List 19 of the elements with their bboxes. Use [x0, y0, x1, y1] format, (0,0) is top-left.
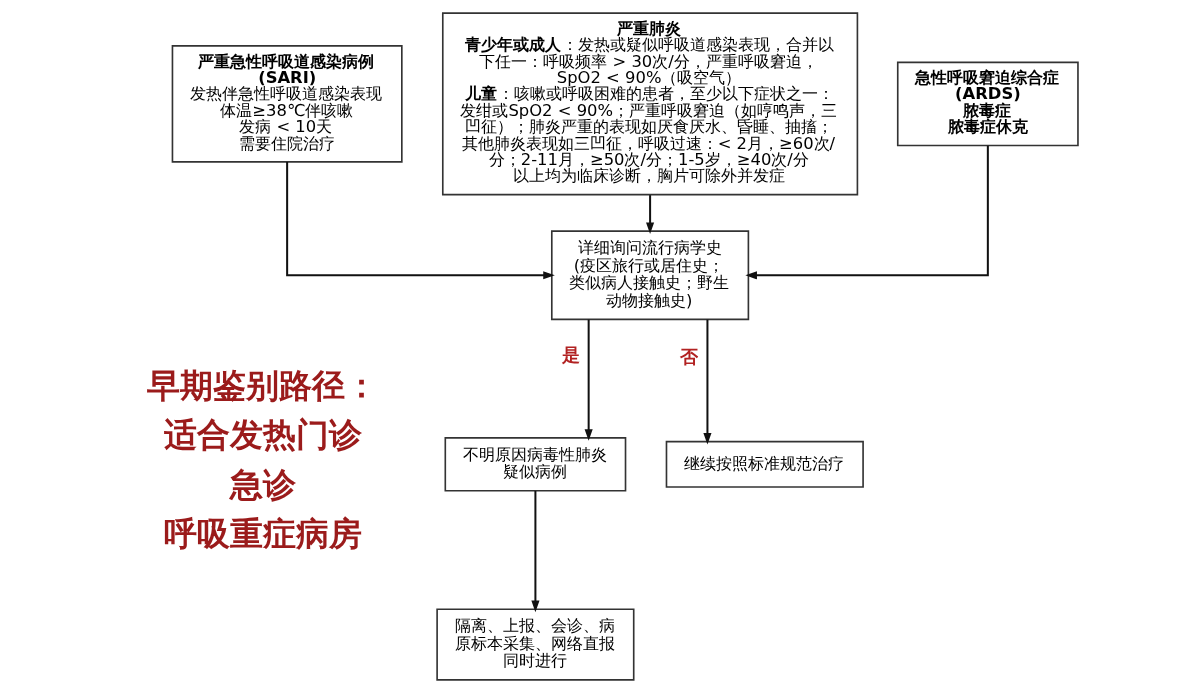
arrow [531, 490, 540, 613]
label: 适合发热门诊 [163, 416, 362, 455]
node-box: 严重肺炎 青少年或成人：发热或疑似呼吸道感染表现，合并以下任一：呼吸频率 > 30次/分，严重呼吸窘迫，SpO2 < 90%（吸空气） 儿童：咳嗽或呼吸困难的患者，至少以下症状之一：发绀或SpO2 < 90%；严重呼吸窘迫（如哼鸣声，三凹征）；肺炎严重的表现如厌食厌水、昏睡、抽搐；其他肺炎表现如三凹征，呼吸过速：< 2月，≥60次/分；2-11月，≥50次/分；1-5岁，≥40次/分 以上均为临床诊断，胸片可除外并发症 [441, 12, 859, 196]
edge-label: 是 [561, 344, 580, 365]
arrow [286, 161, 555, 280]
node-box: 详细询问流行病学史 (疫区旅行或居住史；类似病人接触史；野生动物接触史) [550, 230, 750, 321]
arrow [703, 319, 712, 445]
node-box: 急性呼吸窘迫综合症(ARDS) 脓毒症 脓毒症休克 [896, 61, 1079, 147]
node-box: 隔离、上报、会诊、病原标本采集、网络直报同时进行 [436, 608, 635, 681]
label: 呼吸重症病房 [163, 514, 362, 553]
arrow [584, 319, 593, 441]
arrow [646, 195, 655, 235]
arrow [745, 145, 989, 280]
node-box: 继续按照标准规范治疗 [665, 440, 864, 488]
node-box: 不明原因病毒性肺炎疑似病例 [444, 437, 627, 492]
label: 早期鉴别路径： [147, 367, 379, 406]
label: 急诊 [229, 465, 296, 504]
node-box: 严重急性呼吸道感染病例(SARI) 发热伴急性呼吸道感染表现 体温≥38℃伴咳嗽 发病 < 10天 需要住院治疗 [171, 45, 403, 163]
edge-label: 否 [680, 346, 699, 367]
